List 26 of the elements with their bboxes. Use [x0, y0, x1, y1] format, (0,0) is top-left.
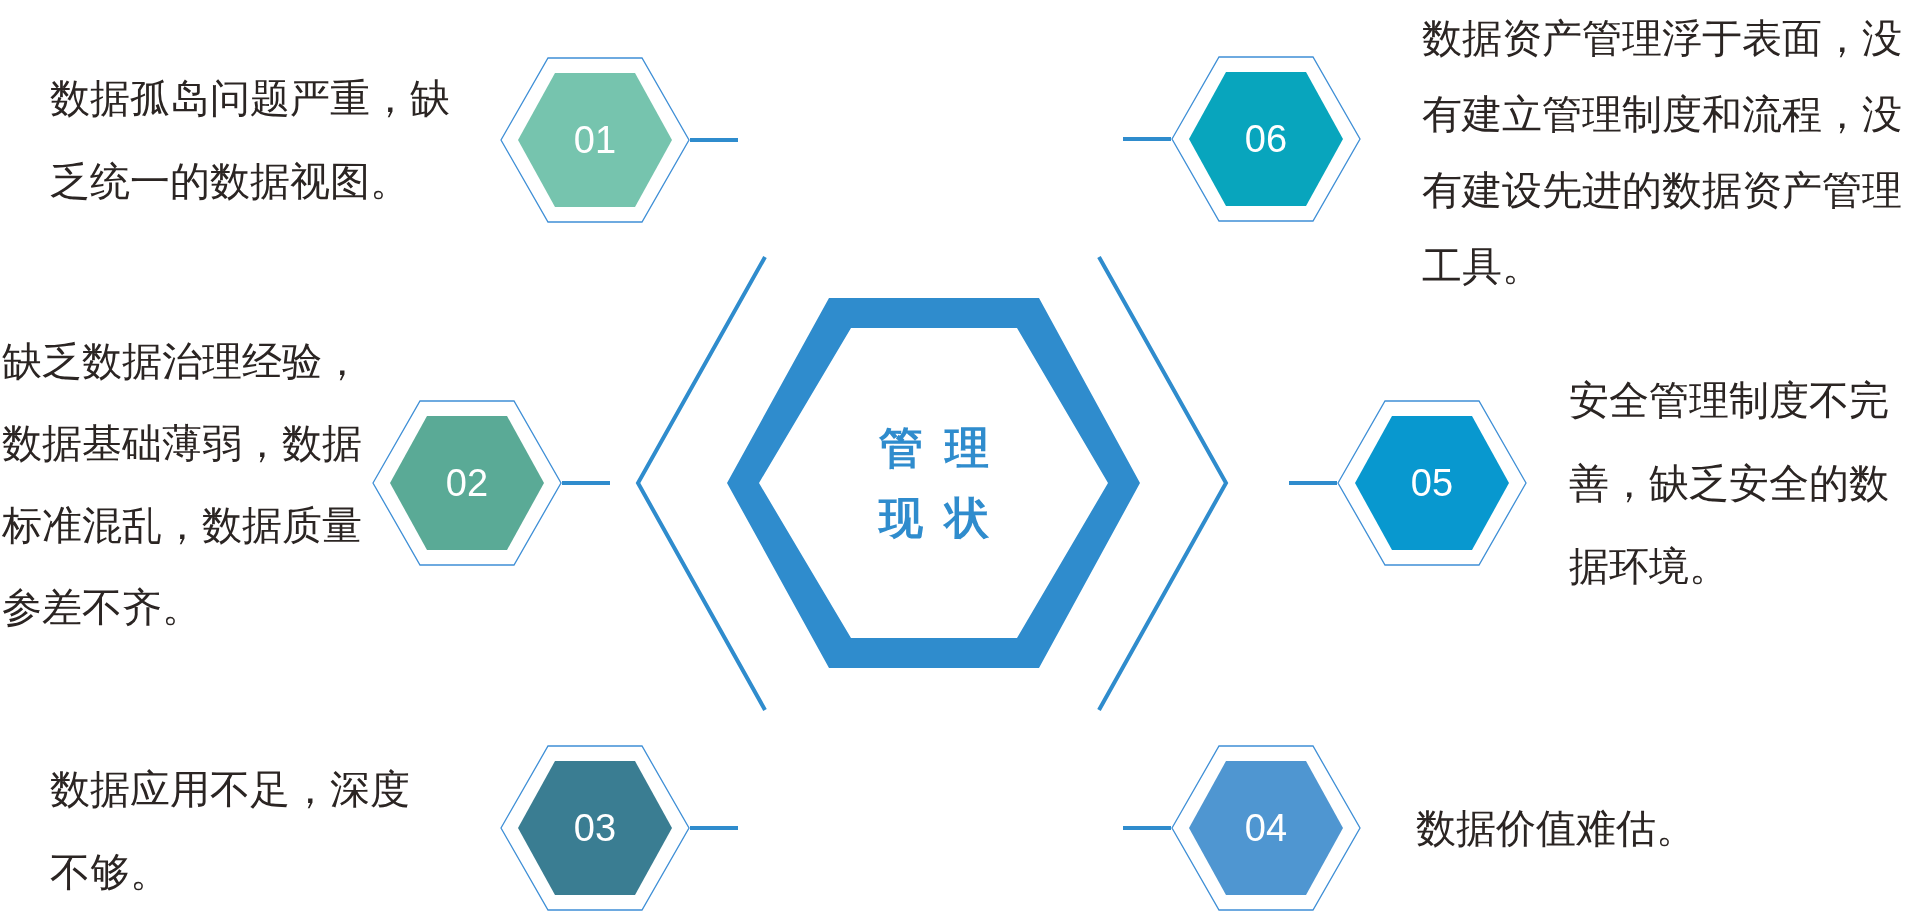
hexagon-badge: [372, 400, 562, 566]
connector-line: [1289, 481, 1337, 485]
connector-line: [562, 481, 610, 485]
hexagon-badge: [1337, 400, 1527, 566]
hexagon-badge: [1171, 56, 1361, 222]
connector-line: [1123, 826, 1171, 830]
description-text: 数据孤岛问题严重，缺乏统一的数据视图。: [50, 74, 451, 206]
step-number: 02: [445, 463, 489, 503]
step-number: 04: [1244, 808, 1288, 848]
step-number: 05: [1410, 463, 1454, 503]
hexagon-frame: [726, 297, 1141, 669]
description-text: 缺乏数据治理经验，数据基础薄弱，数据标准混乱，数据质量参差不齐。: [2, 337, 363, 632]
connector-line: [1123, 137, 1171, 141]
description-text: 安全管理制度不完善，缺乏安全的数据环境。: [1569, 376, 1890, 591]
description-text: 数据应用不足，深度不够。: [50, 765, 411, 897]
hub-title: 管理现状: [877, 421, 1012, 545]
connector-line: [690, 138, 738, 142]
step-number: 03: [573, 808, 617, 848]
connector-line: [690, 826, 738, 830]
step-number: 06: [1244, 119, 1288, 159]
description-text: 数据资产管理浮于表面，没有建立管理制度和流程，没有建设先进的数据资产管理工具。: [1422, 14, 1903, 291]
description-text: 数据价值难估。: [1416, 804, 1697, 853]
hexagon-badge: [500, 745, 690, 911]
hexagon-badge: [500, 57, 690, 223]
step-number: 01: [573, 120, 617, 160]
hexagon-badge: [1171, 745, 1361, 911]
